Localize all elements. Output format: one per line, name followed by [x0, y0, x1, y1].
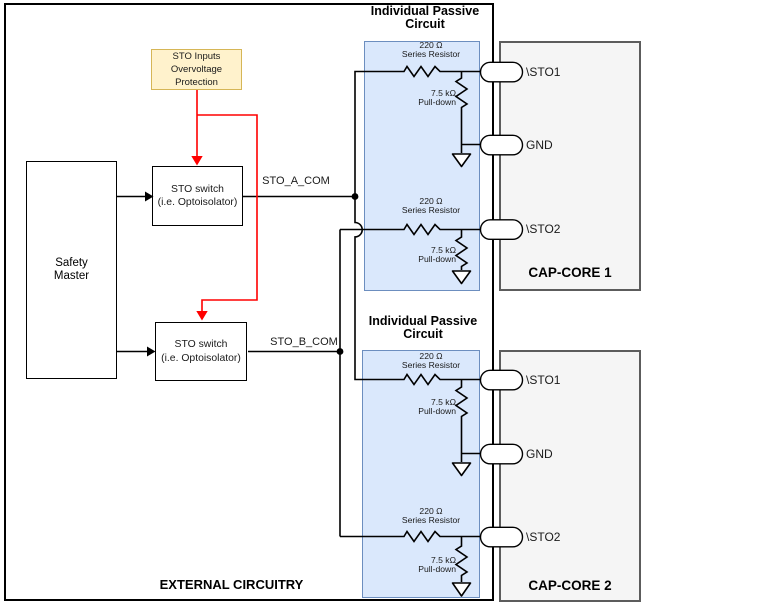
- pulldown-resistor-2: [454, 229, 469, 270]
- series-value-2: 220 Ω: [419, 195, 443, 206]
- pin-label-core2-gnd: GND: [526, 446, 553, 461]
- safety-master-line2: Master: [53, 270, 90, 282]
- series-resistor-label-3: 220 Ω Series Resistor: [376, 350, 486, 371]
- pulldown-resistor-3: [454, 379, 482, 462]
- pull-text-4: Pull-down: [418, 564, 456, 575]
- series-resistor-label-4: 220 Ω Series Resistor: [376, 505, 486, 526]
- pull-value-2: 7.5 kΩ: [430, 244, 456, 255]
- arrowhead-master-b: [147, 346, 156, 357]
- cap-core-2-label: CAP-CORE 2: [528, 578, 612, 593]
- pull-value-4: 7.5 kΩ: [430, 554, 456, 565]
- pin-label-core2-sto1: \STO1: [526, 372, 561, 387]
- ground-icon-3: [451, 462, 472, 477]
- net-label-sto-b-com: STO_B_COM: [270, 336, 338, 348]
- pull-value-3: 7.5 kΩ: [430, 396, 456, 407]
- series-value-1: 220 Ω: [419, 39, 443, 50]
- junction-dot-sto-b: [336, 348, 344, 355]
- sto-switch-a-box: STO switch (i.e. Optoisolator): [152, 166, 243, 226]
- pin-label-core2-sto2: \STO2: [526, 529, 561, 544]
- ground-icon-2: [451, 270, 472, 285]
- pull-text-1: Pull-down: [418, 97, 456, 108]
- pin-label-core1-gnd: GND: [526, 137, 553, 152]
- sto-switch-a-line2: (i.e. Optoisolator): [157, 197, 238, 208]
- series-resistor-label-2: 220 Ω Series Resistor: [376, 195, 486, 216]
- pulldown-label-4: 7.5 kΩ Pull-down: [396, 554, 456, 575]
- series-text-4: Series Resistor: [401, 515, 461, 526]
- pin-oval-core2-gnd: [479, 443, 524, 465]
- pulldown-resistor-4: [454, 536, 469, 582]
- passive-circuit-title-2: Individual Passive Circuit: [352, 315, 494, 340]
- overvoltage-line2: Overvoltage: [170, 64, 223, 75]
- title-1-line1: Individual Passive: [370, 4, 480, 18]
- pin-oval-core1-gnd: [479, 134, 524, 156]
- sto-switch-b-line2: (i.e. Optoisolator): [161, 352, 241, 364]
- pin-oval-core2-sto2: [479, 526, 524, 548]
- red-arrowhead-a: [191, 156, 203, 166]
- wire-sto-b-to-core2-sto2: [340, 530, 482, 543]
- pulldown-label-2: 7.5 kΩ Pull-down: [396, 244, 456, 265]
- passive-circuit-title-1: Individual Passive Circuit: [354, 5, 496, 30]
- pulldown-resistor-1: [454, 71, 482, 153]
- safety-master-box: Safety Master: [26, 161, 117, 379]
- pull-text-3: Pull-down: [418, 406, 456, 417]
- series-text-3: Series Resistor: [401, 360, 461, 371]
- pin-oval-core1-sto1: [479, 61, 524, 83]
- series-resistor-label-1: 220 Ω Series Resistor: [376, 39, 486, 60]
- series-text-1: Series Resistor: [401, 49, 461, 60]
- pulldown-label-3: 7.5 kΩ Pull-down: [396, 396, 456, 417]
- net-label-sto-a-com: STO_A_COM: [262, 175, 330, 187]
- sto-switch-b-line1: STO switch: [174, 339, 228, 350]
- external-circuitry-box: [4, 3, 494, 601]
- junction-dot-sto-a: [351, 193, 359, 200]
- red-arrowhead-b: [196, 311, 208, 321]
- red-wire-to-switch-b: [197, 114, 258, 312]
- ground-icon-4: [451, 582, 472, 597]
- series-value-4: 220 Ω: [419, 505, 443, 516]
- arrowhead-master-a: [145, 191, 154, 202]
- ground-icon-1: [451, 153, 472, 168]
- wire-sto-a-to-core2-sto1: [354, 196, 482, 386]
- overvoltage-line3: Protection: [175, 77, 218, 88]
- pin-oval-core2-sto1: [479, 369, 524, 391]
- title-1-line2: Circuit: [405, 16, 445, 31]
- pulldown-label-1: 7.5 kΩ Pull-down: [396, 87, 456, 108]
- external-circuitry-label: EXTERNAL CIRCUITRY: [159, 577, 304, 592]
- cap-core-2-box: [499, 350, 641, 602]
- pin-label-core1-sto1: \STO1: [526, 64, 561, 79]
- cap-core-1-label: CAP-CORE 1: [528, 265, 612, 280]
- pull-value-1: 7.5 kΩ: [430, 87, 456, 98]
- overvoltage-line1: STO Inputs: [172, 51, 221, 62]
- safety-master-line1: Safety: [55, 257, 88, 269]
- title-2-line2: Circuit: [403, 326, 443, 341]
- series-text-2: Series Resistor: [401, 205, 461, 216]
- series-value-3: 220 Ω: [419, 350, 443, 361]
- cap-core-1-box: [499, 41, 641, 291]
- pull-text-2: Pull-down: [418, 254, 456, 265]
- pin-label-core1-sto2: \STO2: [526, 221, 561, 236]
- sto-switch-a-line1: STO switch: [171, 183, 224, 195]
- wire-sto-a-to-core1-sto1: [354, 65, 482, 197]
- overvoltage-protection-box: STO Inputs Overvoltage Protection: [151, 49, 242, 90]
- pin-oval-core1-sto2: [479, 219, 524, 241]
- title-2-line1: Individual Passive: [368, 314, 478, 328]
- wire-sto-b-to-core1-sto2: [340, 223, 482, 236]
